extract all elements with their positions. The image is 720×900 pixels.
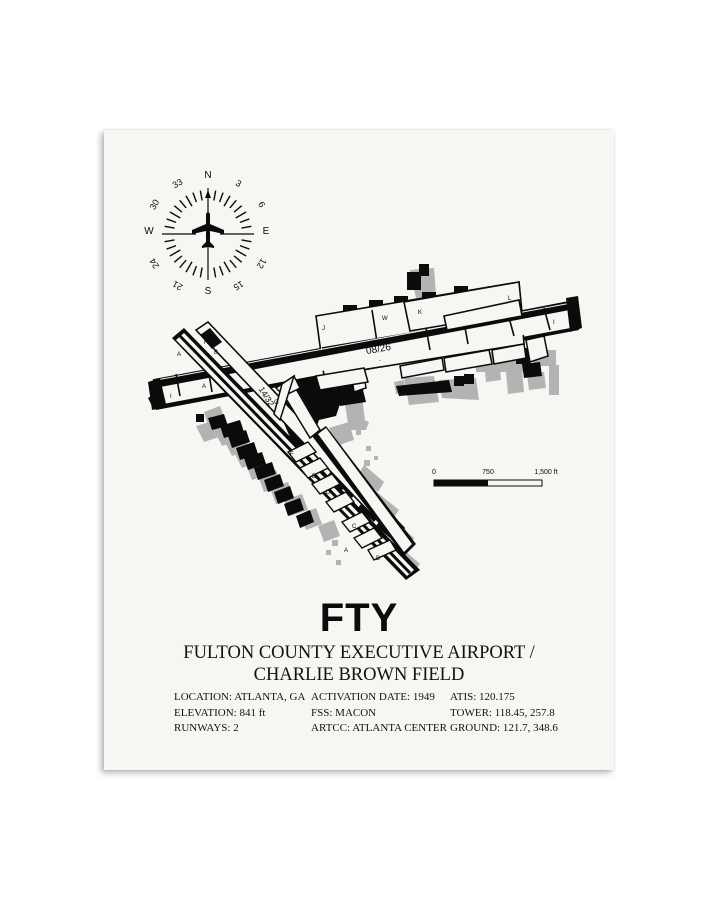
compass-tick xyxy=(173,255,183,263)
compass-tick xyxy=(179,199,187,209)
info-fss: FSS: MACON xyxy=(311,706,377,719)
taxiway-label-c: C xyxy=(352,524,357,530)
info-column-3: ATIS: 120.175 TOWER: 118.45, 257.8 GROUN… xyxy=(450,690,558,737)
info-elevation: ELEVATION: 841 ft xyxy=(174,706,266,719)
compass-tick xyxy=(199,190,203,201)
airport-diagram: N 3 6 E 12 15 S 21 24 W 30 33 xyxy=(144,170,582,580)
scale-label-0: 0 xyxy=(432,469,436,476)
taxiway-label-g: G xyxy=(274,400,279,406)
compass-label-15: 15 xyxy=(232,279,246,293)
compass-tick xyxy=(166,244,177,250)
compass-ticks xyxy=(162,188,254,280)
compass-label-12: 12 xyxy=(255,257,269,271)
compass-tick xyxy=(192,192,198,203)
compass-tick xyxy=(223,195,231,207)
info-tower: TOWER: 118.45, 257.8 xyxy=(450,706,555,719)
compass-tick xyxy=(233,255,243,263)
compass-label-3: 3 xyxy=(234,178,243,189)
compass-tick xyxy=(235,211,247,219)
taxiway-label-a-south: A xyxy=(344,548,348,554)
taxiway-label-a-north: A xyxy=(177,352,181,358)
taxiway-label-l: L xyxy=(508,296,512,302)
taxiway-label-j: J xyxy=(322,326,325,332)
taxiway-label-f: F xyxy=(290,452,294,458)
info-atis: ATIS: 120.175 xyxy=(450,691,515,703)
taxiway-label-w: W xyxy=(382,316,388,322)
compass-label-s: S xyxy=(205,286,212,297)
airport-code: FTY xyxy=(319,596,399,640)
scale-label-750: 750 xyxy=(482,469,494,476)
compass-tick xyxy=(185,261,193,273)
compass-tick xyxy=(199,267,203,278)
compass-tick xyxy=(169,249,181,257)
taxiway-label-i-east: I xyxy=(553,320,555,326)
compass-tick xyxy=(185,195,193,207)
compass-tick xyxy=(192,265,198,276)
runway-label-08-26: 08/26 xyxy=(365,342,392,357)
compass-tick xyxy=(241,225,252,229)
compass-tick xyxy=(241,239,252,243)
compass-label-24: 24 xyxy=(148,257,162,271)
compass-tick xyxy=(233,205,243,213)
taxiway-label-k: K xyxy=(418,310,422,316)
compass-tick xyxy=(235,249,247,257)
info-column-1: LOCATION: ATLANTA, GA ELEVATION: 841 ft … xyxy=(174,690,305,737)
north-arrow-icon xyxy=(205,190,211,198)
taxiway-label-d: D xyxy=(326,490,331,496)
compass-labels: N 3 6 E 12 15 S 21 24 W 30 33 xyxy=(144,170,269,297)
compass-tick xyxy=(213,267,217,278)
compass-tick xyxy=(164,225,175,229)
taxiway-label-b-north: B xyxy=(214,350,218,356)
info-ground: GROUND: 121.7, 348.6 xyxy=(450,722,558,734)
info-activation-date: ACTIVATION DATE: 1949 xyxy=(311,691,435,703)
compass-label-w: W xyxy=(144,226,154,237)
airport-poster: N 3 6 E 12 15 S 21 24 W 30 33 xyxy=(104,130,614,770)
taxiway-label-i-west: I xyxy=(170,394,172,400)
info-artcc: ARTCC: ATLANTA CENTER xyxy=(311,722,447,734)
info-location: LOCATION: ATLANTA, GA xyxy=(174,691,306,703)
taxiway-labels: J W K L I I A A R B G F E D C A B xyxy=(170,296,555,562)
scale-label-1500: 1,500 ft xyxy=(534,469,557,476)
compass-tick xyxy=(213,190,217,201)
compass-tick xyxy=(166,218,177,224)
taxiway-label-e: E xyxy=(312,474,316,480)
scale-bar: 0 750 1,500 ft xyxy=(432,469,558,487)
taxiway-label-r: R xyxy=(204,340,209,346)
compass-tick xyxy=(239,244,250,250)
compass-label-30: 30 xyxy=(148,198,162,212)
compass-tick xyxy=(218,192,224,203)
compass-rose: N 3 6 E 12 15 S 21 24 W 30 33 xyxy=(144,170,269,297)
compass-tick xyxy=(229,259,237,269)
compass-tick xyxy=(164,239,175,243)
compass-tick xyxy=(169,211,181,219)
compass-tick xyxy=(179,259,187,269)
runway-14-32 xyxy=(172,320,420,580)
compass-tick xyxy=(229,199,237,209)
airport-name: FULTON COUNTY EXECUTIVE AIRPORT / CHARLI… xyxy=(104,642,614,686)
compass-label-e: E xyxy=(263,226,270,237)
compass-tick xyxy=(223,261,231,273)
airplane-icon xyxy=(192,212,224,248)
info-runways: RUNWAYS: 2 xyxy=(174,722,239,734)
taxiway-label-b-south: B xyxy=(376,556,380,562)
compass-tick xyxy=(173,205,183,213)
compass-tick xyxy=(239,218,250,224)
compass-tick xyxy=(218,265,224,276)
info-column-2: ACTIVATION DATE: 1949 FSS: MACON ARTCC: … xyxy=(311,690,447,737)
compass-label-6: 6 xyxy=(256,200,267,209)
compass-label-33: 33 xyxy=(171,177,185,191)
airport-name-line-2: CHARLIE BROWN FIELD xyxy=(253,665,465,685)
taxiway-label-a-west: A xyxy=(202,384,206,390)
compass-label-21: 21 xyxy=(171,279,185,293)
airport-name-line-1: FULTON COUNTY EXECUTIVE AIRPORT / xyxy=(183,643,535,663)
compass-label-n: N xyxy=(204,170,211,181)
